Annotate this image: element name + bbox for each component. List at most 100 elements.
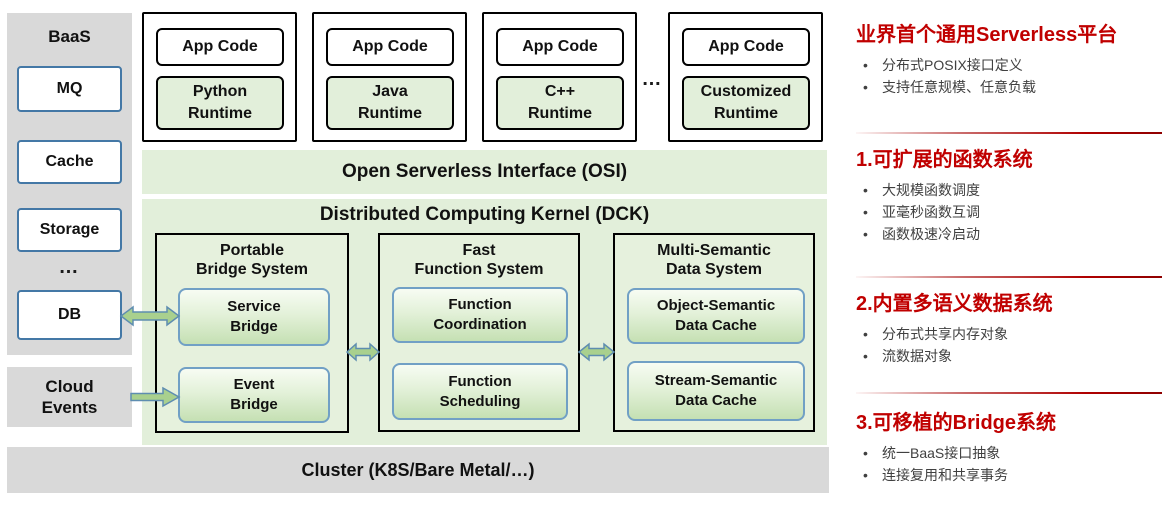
bullet-text: 大规模函数调度 <box>882 182 980 198</box>
runtime-card-cpp: App Code C++ Runtime <box>482 12 637 142</box>
runtime-line2: Runtime <box>528 105 592 122</box>
box-line1: Event <box>233 376 275 393</box>
title-line1: Multi-Semantic <box>657 242 771 259</box>
baas-ellipsis: … <box>58 256 81 278</box>
box-line2: Bridge <box>230 396 278 413</box>
bullet-text: 连接复用和共享事务 <box>882 467 1008 483</box>
baas-box-db: DB <box>17 290 122 340</box>
box-line2: Data Cache <box>675 392 757 409</box>
bullet-icon: • <box>863 326 868 342</box>
section-heading: 3.可移植的Bridge系统 <box>856 412 1057 434</box>
function-coordination-box: Function Coordination <box>392 287 568 343</box>
bullet-text: 流数据对象 <box>882 348 952 364</box>
baas-title: BaaS <box>48 27 91 46</box>
bullet-item: • 统一BaaS接口抽象 <box>856 444 1168 463</box>
bullet-item: • 分布式POSIX接口定义 <box>856 56 1168 75</box>
title-line1: Portable <box>219 242 284 259</box>
event-bridge-box: Event Bridge <box>178 367 330 423</box>
app-code-box: App Code <box>156 28 284 66</box>
app-code-box: App Code <box>682 28 810 66</box>
section-heading: 2.内置多语义数据系统 <box>856 293 1053 315</box>
bullet-text: 支持任意规模、任意负载 <box>882 79 1036 95</box>
fast-function-system-title: Fast Function System <box>380 235 578 279</box>
bullet-item: • 亚毫秒函数互调 <box>856 203 1168 222</box>
portable-fast-double-arrow-icon <box>345 342 381 362</box>
baas-box-mq: MQ <box>17 66 122 112</box>
box-line2: Data Cache <box>675 317 757 334</box>
bullet-item: • 大规模函数调度 <box>856 181 1168 200</box>
runtime-line2: Runtime <box>358 105 422 122</box>
object-semantic-data-cache-box: Object-Semantic Data Cache <box>627 288 805 344</box>
bullet-text: 统一BaaS接口抽象 <box>882 445 1001 461</box>
bullet-text: 分布式共享内存对象 <box>882 326 1008 342</box>
runtime-card-java: App Code Java Runtime <box>312 12 467 142</box>
bullet-icon: • <box>863 226 868 242</box>
runtime-line2: Runtime <box>714 105 778 122</box>
baas-panel: BaaS MQ Cache Storage … DB <box>7 13 132 355</box>
cloud-events-right-arrow-icon <box>130 386 181 408</box>
bullet-item: • 流数据对象 <box>856 347 1168 366</box>
bullet-item: • 分布式共享内存对象 <box>856 325 1168 344</box>
osi-bar: Open Serverless Interface (OSI) <box>142 150 827 194</box>
bullet-text: 分布式POSIX接口定义 <box>882 57 1023 73</box>
runtime-line1: Java <box>372 83 408 100</box>
bullet-icon: • <box>863 57 868 73</box>
baas-box-cache: Cache <box>17 140 122 184</box>
title-line2: Function System <box>414 261 544 278</box>
dck-title: Distributed Computing Kernel (DCK) <box>319 204 650 225</box>
bullet-icon: • <box>863 204 868 220</box>
bullet-text: 函数极速冷启动 <box>882 226 980 242</box>
stream-semantic-data-cache-box: Stream-Semantic Data Cache <box>627 361 805 421</box>
section-heading: 业界首个通用Serverless平台 <box>856 24 1118 46</box>
box-line1: Function <box>448 296 512 313</box>
bullet-text: 亚毫秒函数互调 <box>882 204 980 220</box>
runtime-line1: C++ <box>544 83 576 100</box>
multi-semantic-data-system-title: Multi-Semantic Data System <box>615 235 813 279</box>
title-line2: Data System <box>665 261 763 278</box>
app-code-box: App Code <box>496 28 624 66</box>
cluster-bar: Cluster (K8S/Bare Metal/…) <box>7 447 829 493</box>
sidebar-section-function-system: 1.可扩展的函数系统 • 大规模函数调度 • 亚毫秒函数互调 • 函数极速冷启动 <box>856 143 1168 247</box>
cloud-events-line1: Cloud <box>45 377 94 396</box>
bullet-item: • 连接复用和共享事务 <box>856 466 1168 485</box>
runtime-card-python: App Code Python Runtime <box>142 12 297 142</box>
cards-ellipsis: … <box>641 68 664 90</box>
runtime-card-customized: App Code Customized Runtime <box>668 12 823 142</box>
cpp-runtime-box: C++ Runtime <box>496 76 624 130</box>
box-line1: Stream-Semantic <box>654 372 778 389</box>
box-line1: Function <box>448 372 512 390</box>
app-code-box: App Code <box>326 28 454 66</box>
title-line2: Bridge System <box>195 261 309 278</box>
cloud-events-box: Cloud Events <box>7 367 132 427</box>
section-divider <box>856 392 1162 394</box>
section-divider <box>856 276 1162 278</box>
runtime-line2: Runtime <box>188 105 252 122</box>
bullet-icon: • <box>863 348 868 364</box>
db-service-bridge-double-arrow-icon <box>119 305 181 327</box>
box-line1: Service <box>227 298 281 315</box>
bullet-icon: • <box>863 445 868 461</box>
runtime-line1: Customized <box>700 83 792 100</box>
customized-runtime-box: Customized Runtime <box>682 76 810 130</box>
box-line2: Coordination <box>433 316 527 333</box>
bullet-item: • 支持任意规模、任意负载 <box>856 78 1168 97</box>
runtime-line1: Python <box>192 83 248 100</box>
box-line2: Scheduling <box>439 392 521 410</box>
box-line2: Bridge <box>230 318 278 335</box>
bullet-icon: • <box>863 79 868 95</box>
portable-bridge-system-title: Portable Bridge System <box>157 235 347 279</box>
section-divider <box>856 132 1162 134</box>
sidebar-section-data-system: 2.内置多语义数据系统 • 分布式共享内存对象 • 流数据对象 <box>856 287 1168 369</box>
service-bridge-box: Service Bridge <box>178 288 330 346</box>
cloud-events-line2: Events <box>41 398 98 417</box>
bullet-icon: • <box>863 467 868 483</box>
baas-box-storage: Storage <box>17 208 122 252</box>
box-line1: Object-Semantic <box>656 297 776 314</box>
sidebar-section-bridge-system: 3.可移植的Bridge系统 • 统一BaaS接口抽象 • 连接复用和共享事务 <box>856 406 1168 488</box>
bullet-item: • 函数极速冷启动 <box>856 225 1168 244</box>
bullet-icon: • <box>863 182 868 198</box>
function-scheduling-box: Function Scheduling <box>392 363 568 420</box>
sidebar-section-overview: 业界首个通用Serverless平台 • 分布式POSIX接口定义 • 支持任意规模… <box>856 18 1168 100</box>
section-heading: 1.可扩展的函数系统 <box>856 149 1033 171</box>
